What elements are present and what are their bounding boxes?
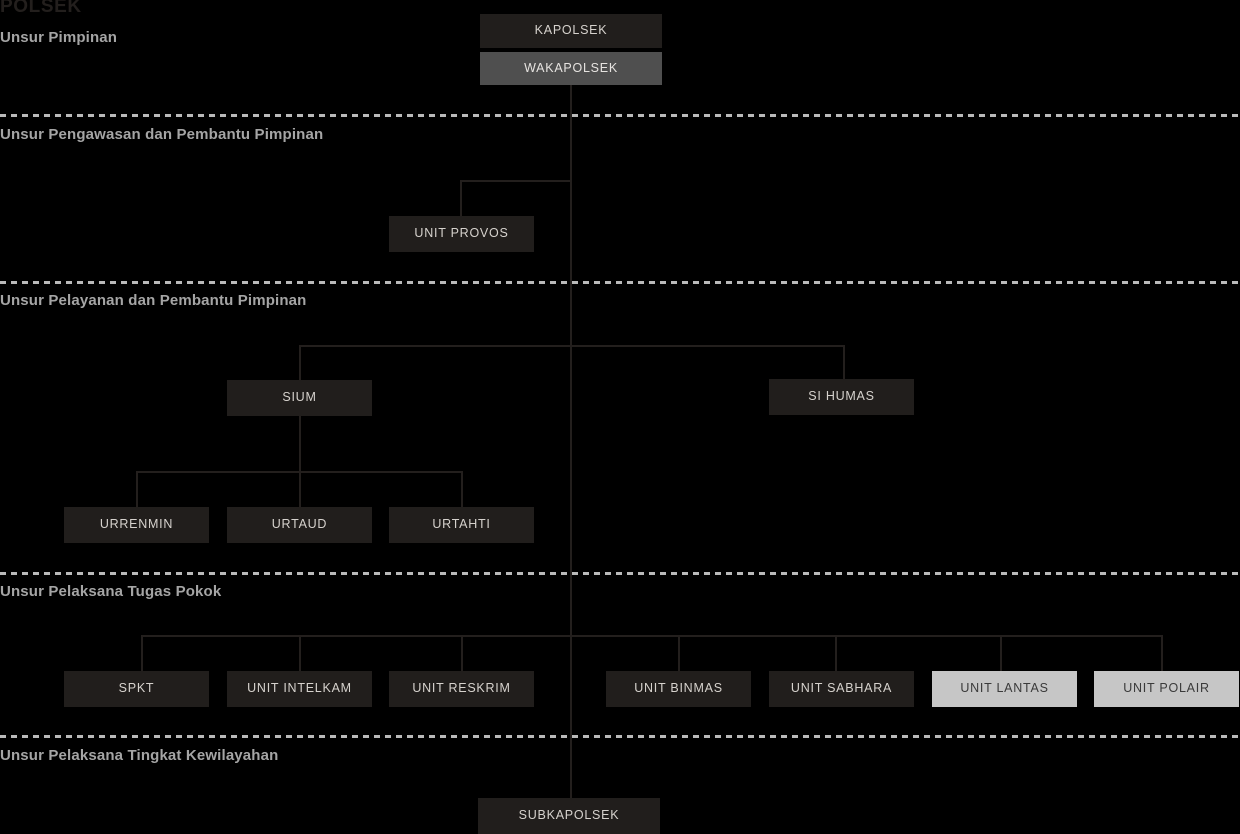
connector-provos-drop [460,180,462,216]
node-urtahti[interactable]: URTAHTI [389,507,534,543]
connector-trunk-vertical [570,85,572,798]
node-wakapolsek[interactable]: WAKAPOLSEK [480,52,662,85]
connector-provos-bus [460,180,571,182]
node-sium[interactable]: SIUM [227,380,372,416]
page-title: POLSEK [0,0,82,17]
node-subkapolsek[interactable]: SUBKAPOLSEK [478,798,660,834]
section-label-unsur-pengawasan: Unsur Pengawasan dan Pembantu Pimpinan [0,126,324,143]
connector-humas-drop [843,345,845,379]
section-label-unsur-pelayanan: Unsur Pelayanan dan Pembantu Pimpinan [0,292,307,309]
node-si-humas[interactable]: SI HUMAS [769,379,914,415]
node-spkt[interactable]: SPKT [64,671,209,707]
node-unit-lantas[interactable]: UNIT LANTAS [932,671,1077,707]
connector-urtaud-drop [299,471,301,507]
node-unit-provos[interactable]: UNIT PROVOS [389,216,534,252]
connector-reskrim-drop [461,635,463,671]
connector-urrenmin-drop [136,471,138,507]
section-label-unsur-pimpinan: Unsur Pimpinan [0,29,118,46]
section-divider-1 [0,114,1240,117]
node-urrenmin[interactable]: URRENMIN [64,507,209,543]
connector-services-bus [299,345,844,347]
connector-spkt-drop [141,635,143,671]
connector-sium-stem [299,416,301,472]
connector-tasks-bus [141,635,1162,637]
node-kapolsek[interactable]: KAPOLSEK [480,14,662,48]
section-divider-4 [0,735,1240,738]
connector-intelkam-drop [299,635,301,671]
node-unit-reskrim[interactable]: UNIT RESKRIM [389,671,534,707]
connector-lantas-drop [1000,635,1002,671]
connector-urtahti-drop [461,471,463,507]
section-divider-2 [0,281,1240,284]
node-urtaud[interactable]: URTAUD [227,507,372,543]
node-unit-polair[interactable]: UNIT POLAIR [1094,671,1239,707]
section-divider-3 [0,572,1240,575]
node-unit-sabhara[interactable]: UNIT SABHARA [769,671,914,707]
node-unit-binmas[interactable]: UNIT BINMAS [606,671,751,707]
node-unit-intelkam[interactable]: UNIT INTELKAM [227,671,372,707]
connector-binmas-drop [678,635,680,671]
section-label-unsur-pelaksana-tugas: Unsur Pelaksana Tugas Pokok [0,583,222,600]
connector-polair-drop [1161,635,1163,671]
connector-sium-drop [299,345,301,380]
connector-sabhara-drop [835,635,837,671]
section-label-unsur-pelaksana-kewilayahan: Unsur Pelaksana Tingkat Kewilayahan [0,747,279,764]
